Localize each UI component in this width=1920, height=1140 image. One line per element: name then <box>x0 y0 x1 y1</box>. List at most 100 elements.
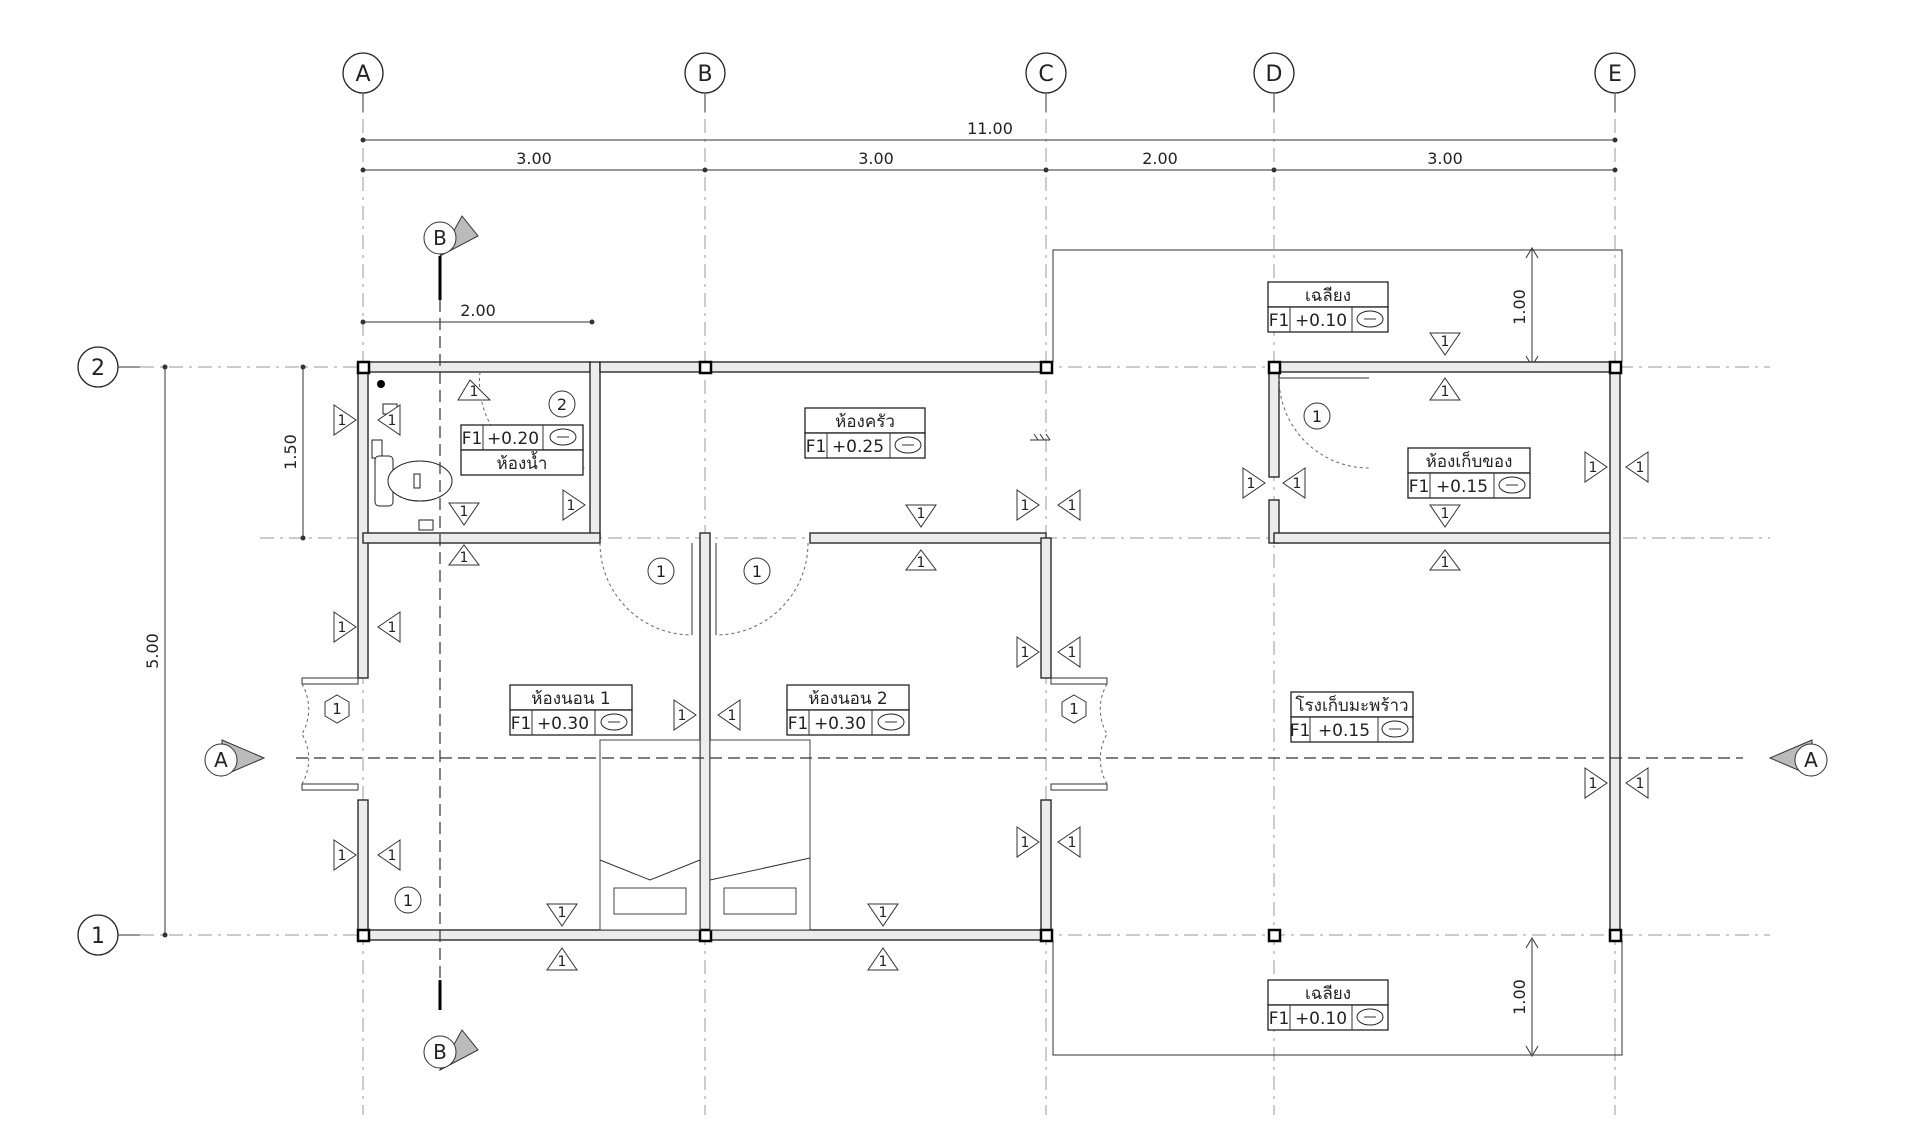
door-mark-bedroom-1: 1 <box>656 562 666 581</box>
elevation-mark-label: 1 <box>917 555 926 571</box>
room-tags: F1 +0.20 ห้องน้ำ ห้องครัว F1 +0.25 เฉลีย… <box>460 281 1531 1031</box>
elevation-mark-label: 1 <box>1021 835 1030 851</box>
elevation-mark-label: 1 <box>558 905 567 921</box>
room-tag-bedroom-2: ห้องนอน 2 F1 +0.30 <box>786 684 910 736</box>
elevation-mark-label: 1 <box>1441 384 1450 400</box>
elevation-triangle: 1 <box>1625 767 1649 799</box>
dimension-lines: 11.00 3.00 3.00 2.00 3.00 2.00 5.00 1.50… <box>143 119 1618 1057</box>
elevation-triangle: 1 <box>333 404 357 436</box>
section-line-b: B B <box>423 215 479 1072</box>
room-name: ห้องน้ำ <box>497 451 548 474</box>
door-mark-bedroom-1-lower: 1 <box>403 891 413 910</box>
room-code: F1 <box>1290 721 1311 741</box>
dim-bathroom-width: 2.00 <box>460 301 496 320</box>
room-name: ห้องนอน 2 <box>808 689 887 709</box>
beds <box>599 739 811 931</box>
elevation-triangle: 1 <box>1429 332 1461 356</box>
room-name: ห้องนอน 1 <box>531 689 610 709</box>
elevation-mark-label: 1 <box>1021 498 1030 514</box>
elevation-triangle: 1 <box>673 699 697 731</box>
elevation-mark-label: 1 <box>1068 835 1077 851</box>
elevation-triangle: 1 <box>1016 826 1040 858</box>
window-mark-left: 1 <box>332 700 342 718</box>
room-level: +0.10 <box>1295 311 1347 331</box>
room-name: เฉลียง <box>1305 286 1351 306</box>
room-code: F1 <box>1269 311 1290 331</box>
elevation-triangle: 1 <box>546 947 578 971</box>
elevation-mark-label: 1 <box>879 905 888 921</box>
elevation-triangle: 1 <box>867 947 899 971</box>
elevation-mark-label: 1 <box>460 550 469 566</box>
elevation-triangle: 1 <box>333 611 357 643</box>
room-tag-storage: ห้องเก็บของ F1 +0.15 <box>1407 447 1531 499</box>
elevation-triangle: 1 <box>1057 636 1081 668</box>
porch-outlines <box>1052 249 1623 1056</box>
elevation-triangle: 1 <box>333 839 357 871</box>
elevation-mark-label: 1 <box>1636 460 1645 476</box>
grid-label-1: 1 <box>91 924 105 949</box>
dim-overall-width: 11.00 <box>967 119 1013 138</box>
room-name: เฉลียง <box>1305 984 1351 1004</box>
dim-bay-de: 3.00 <box>1427 149 1463 168</box>
elevation-mark-label: 1 <box>388 848 397 864</box>
dim-overall-depth: 5.00 <box>143 633 162 669</box>
room-code: F1 <box>1409 477 1430 497</box>
elevation-mark-label: 1 <box>728 708 737 724</box>
section-label-b-bottom: B <box>433 1040 447 1064</box>
door-tags: 2 1 1 1 1 <box>394 390 1331 914</box>
door-mark-storage: 1 <box>1312 407 1322 426</box>
room-code: F1 <box>1269 1009 1290 1029</box>
elevation-triangle: 1 <box>1016 636 1040 668</box>
elevation-mark-label: 1 <box>1441 334 1450 350</box>
elevation-mark-label: 1 <box>338 413 347 429</box>
grid-bubble-d: D <box>1253 52 1295 112</box>
elevation-mark-label: 1 <box>470 384 479 400</box>
room-level: +0.15 <box>1318 721 1370 741</box>
elevation-triangle: 1 <box>1429 377 1461 401</box>
grid-bubble-1: 1 <box>77 914 140 956</box>
room-name: โรงเก็บมะพร้าว <box>1295 694 1408 716</box>
elevation-mark-label: 1 <box>388 413 397 429</box>
door-mark-bedroom-2: 1 <box>752 562 762 581</box>
doors <box>301 371 1370 791</box>
elevation-mark-label: 1 <box>338 848 347 864</box>
grid-label-2: 2 <box>91 356 105 381</box>
elevation-mark-label: 1 <box>388 620 397 636</box>
room-level: +0.30 <box>814 714 866 734</box>
elevation-triangle: 1 <box>546 903 578 927</box>
room-code: F1 <box>511 714 532 734</box>
dim-top-porch: 1.00 <box>1510 289 1529 325</box>
elevation-mark-label: 1 <box>1589 776 1598 792</box>
room-name: ห้องเก็บของ <box>1426 450 1513 472</box>
grid-bubble-c: C <box>1025 52 1067 112</box>
section-line-a: A A <box>204 739 1828 777</box>
room-code: F1 <box>462 429 483 449</box>
room-code: F1 <box>806 437 827 457</box>
section-label-a-left: A <box>214 748 228 772</box>
dim-bay-bc: 3.00 <box>858 149 894 168</box>
elevation-mark-label: 1 <box>879 954 888 970</box>
elevation-triangle: 1 <box>1057 489 1081 521</box>
grid-label-c: C <box>1038 62 1053 87</box>
grid-bubble-a: A <box>342 52 384 112</box>
dim-bathroom-depth: 1.50 <box>281 434 300 470</box>
structural-columns <box>356 360 1623 943</box>
elevation-triangle: 1 <box>905 549 937 571</box>
grid-bubble-2: 2 <box>77 346 140 388</box>
grid-column-labels: A B C D E <box>342 52 1636 112</box>
elevation-triangle: 1 <box>717 699 741 731</box>
elevation-markers: 1 1 1 1 1 1 1 1 <box>333 332 1649 971</box>
elevation-mark-label: 1 <box>558 954 567 970</box>
room-level: +0.15 <box>1436 477 1488 497</box>
elevation-triangle: 1 <box>1429 549 1461 571</box>
elevation-mark-label: 1 <box>1068 498 1077 514</box>
elevation-mark-label: 1 <box>460 504 469 520</box>
window-mark-right: 1 <box>1069 700 1079 718</box>
elevation-triangle: 1 <box>1057 826 1081 858</box>
grid-row-labels: 2 1 <box>77 346 140 956</box>
dim-bay-ab: 3.00 <box>516 149 552 168</box>
room-level: +0.10 <box>1295 1009 1347 1029</box>
door-mark-bathroom: 2 <box>557 395 567 414</box>
room-level: +0.30 <box>537 714 589 734</box>
